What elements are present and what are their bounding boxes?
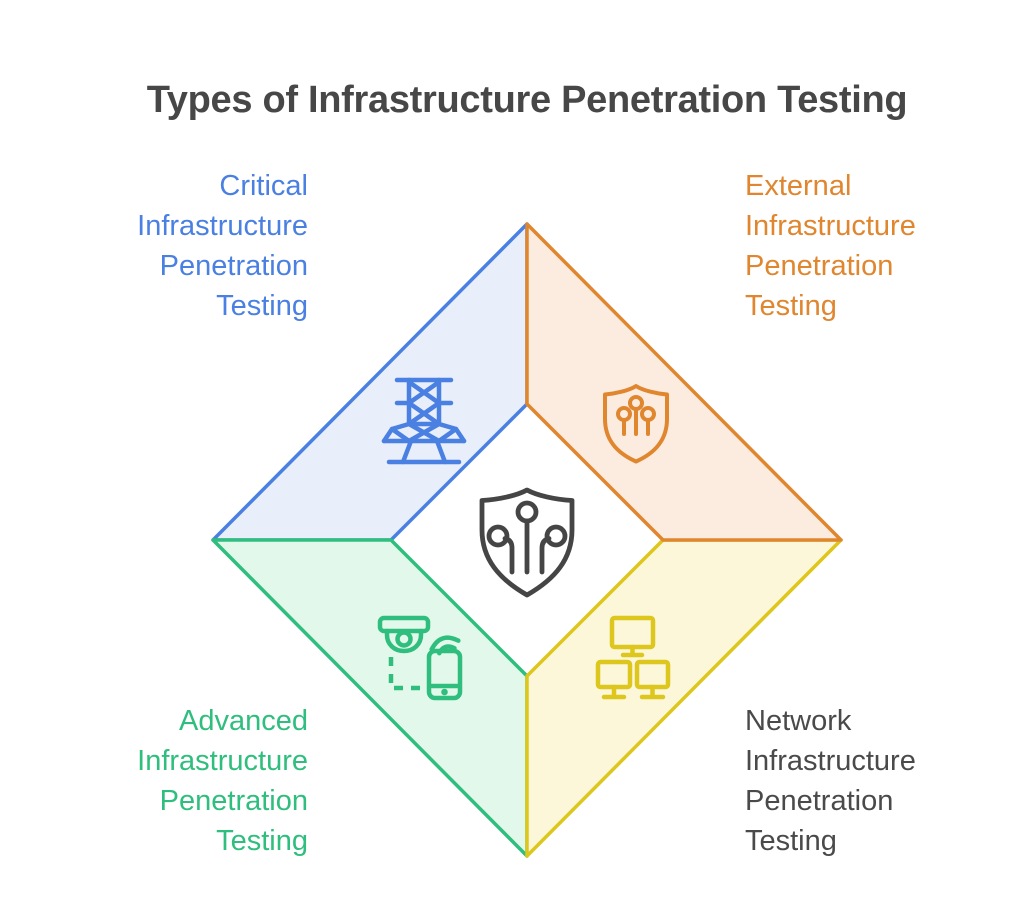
label-line: External [745,170,852,202]
shield-circuit-icon [479,487,575,598]
label-advanced: Advanced Infrastructure Penetration Test… [40,701,308,861]
transmission-tower-icon [381,377,467,465]
label-line: Testing [216,825,308,857]
label-critical: Critical Infrastructure Penetration Test… [40,166,308,326]
label-external: External Infrastructure Penetration Test… [745,166,1020,326]
label-line: Penetration [745,785,894,817]
page-title: Types of Infrastructure Penetration Test… [146,79,908,121]
label-line: Testing [745,825,837,857]
label-line: Infrastructure [137,745,308,777]
label-line: Infrastructure [137,210,308,242]
label-line: Penetration [745,250,894,282]
label-network: Network Infrastructure Penetration Testi… [745,701,1024,861]
label-line: Testing [745,290,837,322]
label-line: Testing [216,290,308,322]
label-line: Critical [219,170,308,202]
label-line: Penetration [159,785,308,817]
quadrant-external [525,222,843,542]
label-line: Infrastructure [745,210,916,242]
quadrant-shape-external [525,222,843,542]
shield-pins-icon [603,384,669,464]
label-line: Network [745,705,852,737]
label-line: Penetration [159,250,308,282]
camera-phone-icon [377,615,463,701]
label-line: Advanced [179,705,308,737]
network-monitors-icon [595,615,671,700]
label-line: Infrastructure [745,745,916,777]
